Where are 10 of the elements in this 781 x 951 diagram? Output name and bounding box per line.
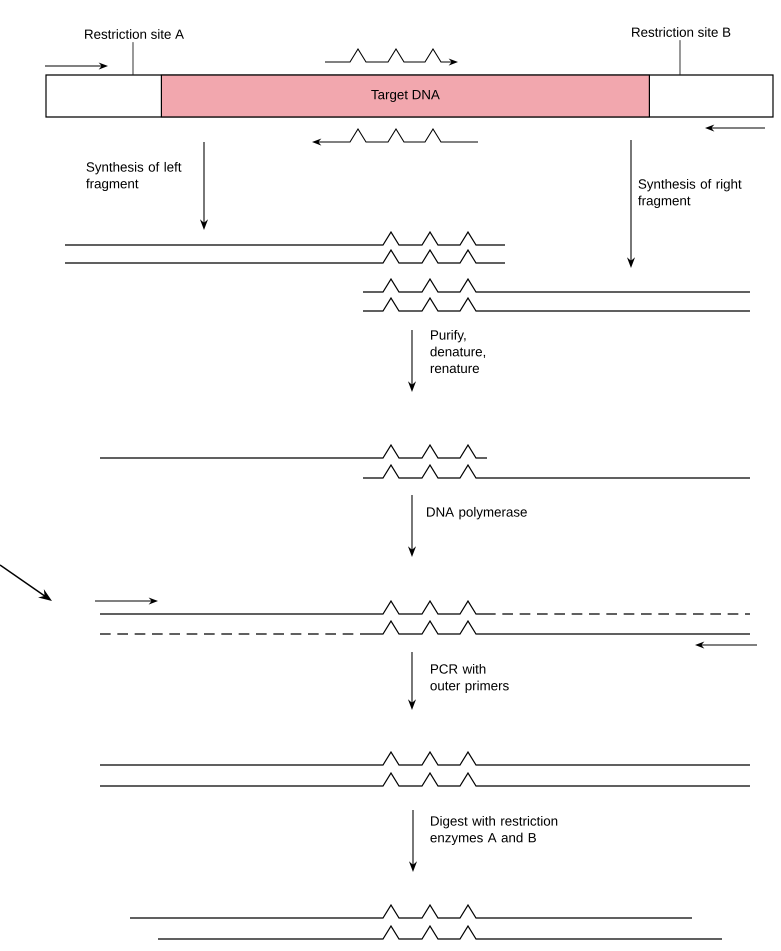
step-label: Synthesis of left fragment [86, 162, 182, 192]
site-label: Restriction site B [632, 27, 730, 37]
step-label: Purify, denature, renature [430, 330, 486, 374]
target-dna-segment: Target DNA [160, 74, 650, 118]
step-label: Digest with restriction enzymes A and B [430, 816, 558, 846]
site-label: Restriction site A [85, 29, 184, 39]
step-label: DNA polymerase [427, 506, 527, 520]
leader-line [132, 42, 134, 75]
step-label: Synthesis of right fragment [638, 178, 742, 208]
step-label: PCR with outer primers [430, 664, 509, 694]
